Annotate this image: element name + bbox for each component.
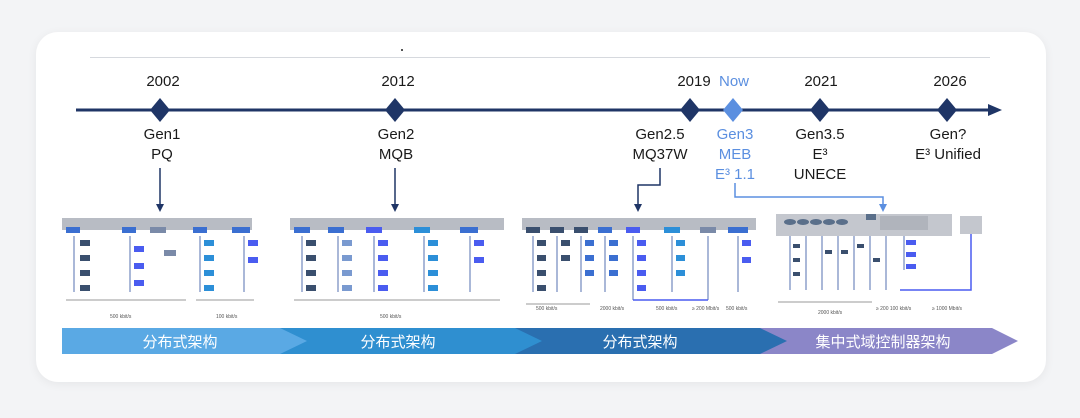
year-label-now: Now (718, 73, 750, 90)
thumbnail-label: 500 kbit/s (110, 314, 132, 320)
gen-label-gen25: Gen2.5 MQ37W (632, 125, 687, 165)
gen-name: Gen2 (377, 126, 415, 143)
thumbnail-label: 100 kbit/s (216, 314, 238, 320)
thumbnail-label: ≥ 1000 Mbit/s (932, 306, 962, 312)
thumbnail-label: 500 kbit/s (380, 314, 402, 320)
thumbnail-label: 2000 kbit/s (600, 306, 625, 312)
band-label: 集中式域控制器架构 (815, 334, 951, 351)
band-label: 分布式架构 (142, 334, 218, 351)
milestone-diamond-2002 (150, 98, 170, 122)
gen-label-gen-next: Gen? E³ Unified (915, 125, 981, 165)
platform-name: PQ (151, 146, 173, 163)
band-distributed-2 (280, 328, 547, 354)
milestone-diamond-2021 (810, 98, 830, 122)
milestone-diamond-now (723, 98, 743, 122)
thumbnail-gen1 (62, 218, 258, 301)
thumbnail-label: 500 kbit/s (726, 306, 748, 312)
top-divider (90, 57, 990, 58)
thumbnail-label: 2000 kbit/s (818, 310, 843, 316)
dot-mark (401, 49, 403, 51)
band-distributed-3 (515, 328, 792, 354)
band-label: 分布式架构 (360, 334, 436, 351)
platform-name: E³ Unified (915, 146, 981, 163)
timeline-card (36, 32, 1046, 382)
thumbnail-label: ≥ 200 100 kbit/s (876, 306, 912, 312)
gen-name: Gen3.5 (795, 126, 845, 143)
platform-name: MQ37W (632, 146, 688, 163)
gen-label-gen2: Gen2 MQB (378, 125, 415, 165)
milestone-diamond-2019 (680, 98, 700, 122)
milestone-diamond-2026 (937, 98, 957, 122)
band-centralized (760, 328, 1018, 354)
thumbnail-label: 500 kbit/s (536, 306, 558, 312)
year-label-2026: 2026 (933, 73, 967, 90)
thumbnail-label: ≥ 200 Mbit/s (692, 306, 720, 312)
gen-label-gen35: Gen3.5 E³ UNECE (794, 125, 847, 185)
year-label-2021: 2021 (804, 73, 838, 90)
gen-label-gen3: Gen3 MEB E³ 1.1 (715, 125, 755, 185)
gen-name: Gen? (929, 126, 967, 143)
year-label-2002: 2002 (146, 73, 180, 90)
thumbnail-gen3 (776, 214, 982, 303)
thumbnail-gen2 (290, 218, 504, 301)
regulation-name: UNECE (793, 166, 847, 183)
thumbnail-gen25 (522, 218, 756, 305)
thumbnail-label: 500 kbit/s (656, 306, 678, 312)
version-name: E³ 1.1 (714, 166, 756, 183)
band-label: 分布式架构 (602, 334, 678, 351)
connector-gen3 (734, 183, 884, 206)
year-label-2012: 2012 (381, 73, 415, 90)
platform-name: MQB (378, 146, 414, 163)
platform-name: E³ (812, 146, 828, 163)
gen-label-gen1: Gen1 PQ (144, 125, 181, 165)
gen-name: Gen2.5 (635, 126, 685, 143)
connector-gen25 (637, 168, 661, 206)
year-label-2019: 2019 (677, 73, 711, 90)
axis-arrowhead (988, 104, 1002, 116)
band-distributed-1 (62, 328, 312, 354)
milestone-diamond-2012 (385, 98, 405, 122)
platform-name: MEB (718, 146, 752, 163)
gen-name: Gen3 (716, 126, 754, 143)
gen-name: Gen1 (143, 126, 181, 143)
